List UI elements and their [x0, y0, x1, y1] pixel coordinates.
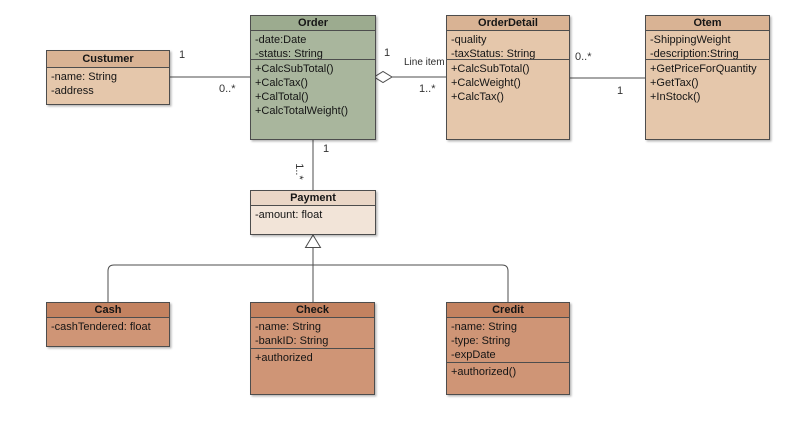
- class-orderdetail-methods: +CalcSubTotal() +CalcWeight() +CalcTax(): [447, 59, 569, 139]
- attribute: -address: [51, 85, 94, 97]
- attribute: -type: String: [451, 335, 511, 347]
- class-custumer-attributes: -name: String -address: [47, 68, 169, 98]
- multiplicity-orderdetail-source: 0..*: [575, 51, 592, 63]
- class-otem-attributes: -ShippingWeight -description:String: [646, 31, 769, 60]
- aggregation-diamond-icon: [373, 70, 393, 84]
- class-order-attributes: -date:Date -status: String: [251, 31, 375, 60]
- class-orderdetail: OrderDetail -quality -taxStatus: String …: [446, 15, 570, 140]
- multiplicity-order-payment-source: 1: [323, 143, 330, 155]
- multiplicity-order-payment-target: 1..*: [290, 163, 307, 180]
- attribute: -expDate: [451, 349, 496, 361]
- class-cash-attributes: -cashTendered: float: [47, 318, 169, 334]
- attribute: -name: String: [451, 321, 518, 333]
- association-label-line-item: Line item: [404, 57, 445, 68]
- method: +InStock(): [650, 91, 701, 103]
- generalization-branch-line: [107, 264, 509, 302]
- class-check: Check -name: String -bankID: String +aut…: [250, 302, 375, 395]
- method: +CalcTotalWeight(): [255, 105, 349, 117]
- attribute: -status: String: [255, 48, 323, 60]
- method: +GetTax(): [650, 77, 699, 89]
- attribute: -cashTendered: float: [51, 321, 151, 333]
- class-check-attributes: -name: String -bankID: String: [251, 318, 374, 348]
- rotated-multiplicity-text: 1..*: [292, 163, 305, 180]
- multiplicity-custumer-target: 0..*: [219, 83, 236, 95]
- class-otem-methods: +GetPriceForQuantity +GetTax() +InStock(…: [646, 59, 769, 139]
- method: +CalcWeight(): [451, 77, 521, 89]
- class-credit: Credit -name: String -type: String -expD…: [446, 302, 570, 395]
- class-order-methods: +CalcSubTotal() +CalcTax() +CalTotal() +…: [251, 59, 375, 139]
- class-otem-title: Otem: [646, 16, 769, 31]
- class-custumer: Custumer -name: String -address: [46, 50, 170, 105]
- method: +CalTotal(): [255, 91, 309, 103]
- class-orderdetail-title: OrderDetail: [447, 16, 569, 31]
- class-custumer-title: Custumer: [47, 51, 169, 68]
- method: +GetPriceForQuantity: [650, 63, 757, 75]
- class-payment-attributes: -amount: float: [251, 206, 375, 222]
- attribute: -bankID: String: [255, 335, 329, 347]
- class-order-title: Order: [251, 16, 375, 31]
- class-order: Order -date:Date -status: String +CalcSu…: [250, 15, 376, 140]
- attribute: -description:String: [650, 48, 739, 60]
- class-otem: Otem -ShippingWeight -description:String…: [645, 15, 770, 140]
- class-check-methods: +authorized: [251, 348, 374, 394]
- attribute: -taxStatus: String: [451, 48, 536, 60]
- multiplicity-custumer-source: 1: [179, 49, 186, 61]
- class-cash: Cash -cashTendered: float: [46, 302, 170, 347]
- attribute: -date:Date: [255, 34, 307, 46]
- class-credit-title: Credit: [447, 303, 569, 318]
- method: +authorized: [255, 352, 313, 364]
- class-cash-title: Cash: [47, 303, 169, 318]
- attribute: -name: String: [51, 71, 118, 83]
- class-check-title: Check: [251, 303, 374, 318]
- method: +CalcTax(): [255, 77, 308, 89]
- attribute: -name: String: [255, 321, 322, 333]
- class-payment: Payment -amount: float: [250, 190, 376, 235]
- attribute: -quality: [451, 34, 487, 46]
- method: +CalcSubTotal(): [255, 63, 334, 75]
- method: +authorized(): [451, 366, 517, 378]
- class-orderdetail-attributes: -quality -taxStatus: String: [447, 31, 569, 60]
- method: +CalcTax(): [451, 91, 504, 103]
- attribute: -ShippingWeight: [650, 34, 731, 46]
- method: +CalcSubTotal(): [451, 63, 530, 75]
- class-credit-attributes: -name: String -type: String -expDate: [447, 318, 569, 362]
- class-credit-methods: +authorized(): [447, 362, 569, 394]
- attribute: -amount: float: [255, 209, 323, 221]
- generalization-triangle-icon: [304, 234, 322, 248]
- multiplicity-otem-target: 1: [617, 85, 624, 97]
- multiplicity-order-source: 1: [384, 47, 391, 59]
- multiplicity-orderdetail-target: 1..*: [419, 83, 436, 95]
- class-payment-title: Payment: [251, 191, 375, 206]
